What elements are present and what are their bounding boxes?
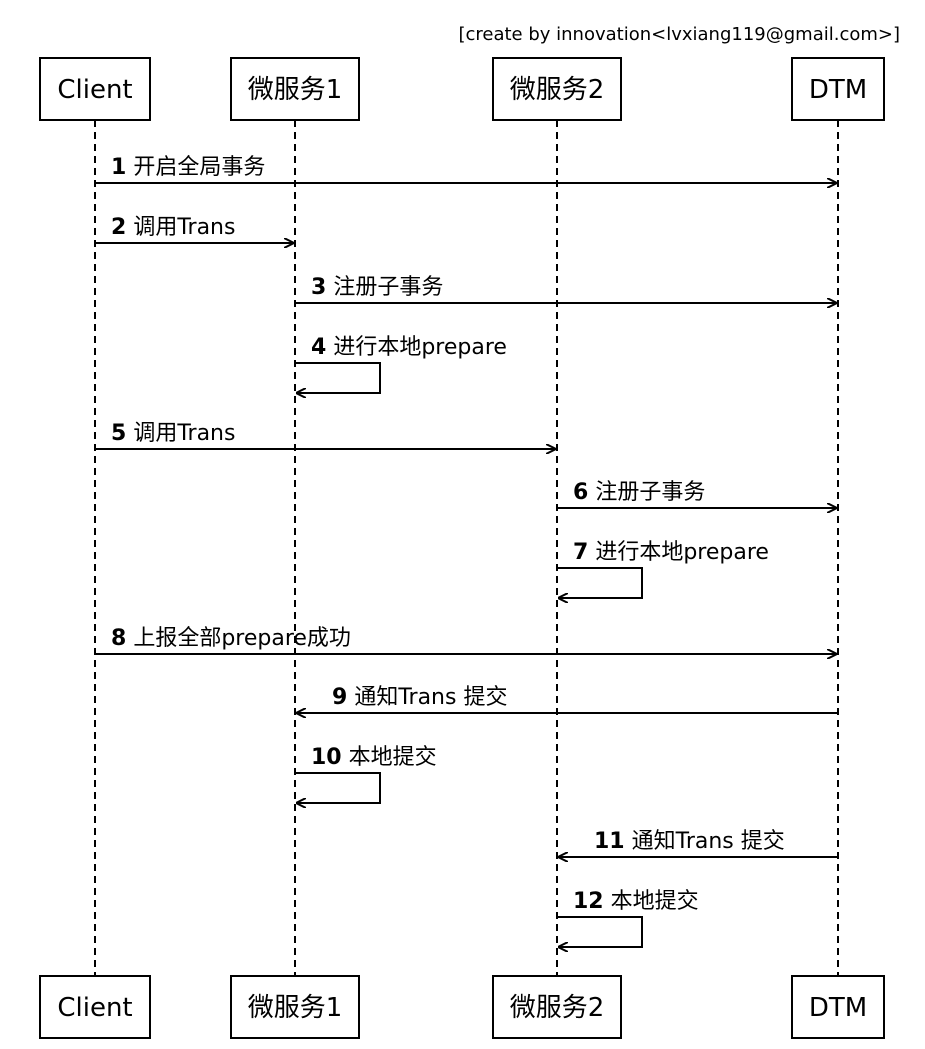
message-text: 进行本地prepare xyxy=(595,540,769,565)
message-number: 6 xyxy=(573,480,588,505)
self-call-arrow xyxy=(295,362,381,393)
participant-label: DTM xyxy=(809,75,867,105)
participant-box xyxy=(39,57,151,121)
self-call-arrow xyxy=(295,772,381,803)
message-7: 7 进行本地prepare xyxy=(557,540,769,598)
message-number: 1 xyxy=(111,155,126,180)
message-text: 注册子事务 xyxy=(595,480,705,505)
participant-box xyxy=(791,57,885,121)
message-label: 2 调用Trans xyxy=(111,215,235,240)
message-6: 6 注册子事务 xyxy=(557,480,836,508)
message-number: 2 xyxy=(111,215,126,240)
message-number: 9 xyxy=(332,685,347,710)
participant-box xyxy=(492,975,622,1039)
participant-box xyxy=(791,975,885,1039)
message-text: 开启全局事务 xyxy=(133,155,265,180)
message-8: 8 上报全部prepare成功 xyxy=(95,626,836,654)
participant-label: 微服务1 xyxy=(248,993,343,1023)
participant-dtm-bottom: DTM xyxy=(791,975,885,1039)
participant-client-top: Client xyxy=(39,57,151,121)
participant-label: Client xyxy=(57,993,132,1023)
participant-dtm-top: DTM xyxy=(791,57,885,121)
message-text: 本地提交 xyxy=(349,745,437,770)
message-text: 通知Trans 提交 xyxy=(632,829,785,854)
message-number: 8 xyxy=(111,626,126,651)
message-2: 2 调用Trans xyxy=(95,215,293,243)
message-9: 9 通知Trans 提交 xyxy=(297,685,838,713)
message-text: 上报全部prepare成功 xyxy=(133,626,351,651)
message-label: 4 进行本地prepare xyxy=(311,335,507,360)
message-label: 1 开启全局事务 xyxy=(111,155,265,180)
message-text: 调用Trans xyxy=(133,421,235,446)
message-label: 9 通知Trans 提交 xyxy=(332,685,507,710)
participant-ms1-top: 微服务1 xyxy=(230,57,360,121)
message-text: 通知Trans 提交 xyxy=(354,685,507,710)
message-label: 12 本地提交 xyxy=(573,889,699,914)
message-label: 8 上报全部prepare成功 xyxy=(111,626,351,651)
message-number: 11 xyxy=(594,829,625,854)
message-label: 10 本地提交 xyxy=(311,745,437,770)
participant-box xyxy=(230,975,360,1039)
message-text: 注册子事务 xyxy=(333,275,443,300)
messages: 1 开启全局事务 2 调用Trans 3 注册子事务 4 进行本地prepare 5 调用Tran… xyxy=(95,155,838,947)
message-label: 5 调用Trans xyxy=(111,421,235,446)
message-text: 进行本地prepare xyxy=(333,335,507,360)
self-call-arrow xyxy=(557,567,643,598)
participant-ms2-bottom: 微服务2 xyxy=(492,975,622,1039)
message-label: 7 进行本地prepare xyxy=(573,540,769,565)
credit-text: [create by innovation<lvxiang119@gmail.c… xyxy=(458,24,900,45)
message-4: 4 进行本地prepare xyxy=(295,335,507,393)
message-label: 11 通知Trans 提交 xyxy=(594,829,785,854)
message-10: 10 本地提交 xyxy=(295,745,437,803)
participant-client-bottom: Client xyxy=(39,975,151,1039)
participant-label: Client xyxy=(57,75,132,105)
self-call-arrow xyxy=(557,916,643,947)
participant-ms2-top: 微服务2 xyxy=(492,57,622,121)
message-number: 3 xyxy=(311,275,326,300)
participant-label: DTM xyxy=(809,993,867,1023)
participant-box xyxy=(230,57,360,121)
message-text: 本地提交 xyxy=(611,889,699,914)
lifelines xyxy=(94,120,839,976)
message-3: 3 注册子事务 xyxy=(295,275,836,303)
message-number: 10 xyxy=(311,745,342,770)
participant-box xyxy=(492,57,622,121)
message-text: 调用Trans xyxy=(133,215,235,240)
message-label: 3 注册子事务 xyxy=(311,275,443,300)
participant-label: 微服务1 xyxy=(248,75,343,105)
message-number: 12 xyxy=(573,889,604,914)
participant-label: 微服务2 xyxy=(510,75,605,105)
message-11: 11 通知Trans 提交 xyxy=(559,829,838,857)
participant-box xyxy=(39,975,151,1039)
message-number: 7 xyxy=(573,540,588,565)
message-1: 1 开启全局事务 xyxy=(95,155,836,183)
message-12: 12 本地提交 xyxy=(557,889,699,947)
participant-label: 微服务2 xyxy=(510,993,605,1023)
message-number: 5 xyxy=(111,421,126,446)
participant-ms1-bottom: 微服务1 xyxy=(230,975,360,1039)
message-label: 6 注册子事务 xyxy=(573,480,705,505)
message-number: 4 xyxy=(311,335,326,360)
message-5: 5 调用Trans xyxy=(95,421,555,449)
